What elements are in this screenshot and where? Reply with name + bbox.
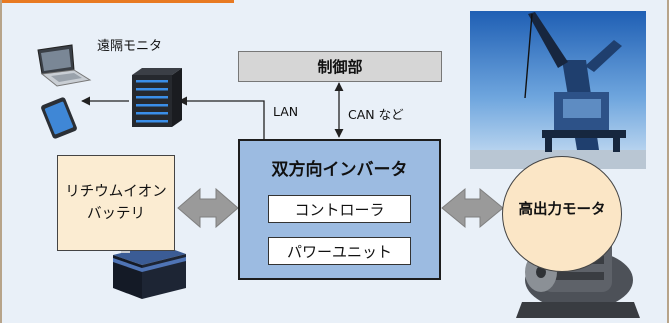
battery-label-line-1: リチウムイオン	[65, 183, 167, 200]
lan-label: LAN	[273, 104, 299, 119]
tablet-icon	[41, 97, 77, 139]
battery-label-line-2: バッテリ	[87, 206, 145, 222]
laptop-icon	[37, 44, 92, 87]
lan-connector	[178, 96, 265, 139]
battery-label: リチウムイオン バッテリ	[65, 181, 167, 226]
controller-box: コントローラ	[268, 195, 411, 223]
remote-monitor-label: 遠隔モニタ	[97, 39, 163, 54]
control-unit-box: 制御部	[238, 51, 442, 82]
inverter-box: 双方向インバータ コントローラ パワーユニット	[238, 139, 441, 280]
server-icon	[132, 68, 182, 127]
controller-label: コントローラ	[294, 200, 385, 219]
power-unit-label: パワーユニット	[286, 242, 392, 261]
inverter-title: 双方向インバータ	[271, 160, 408, 180]
motor-label: 高出力モータ	[518, 201, 606, 218]
power-unit-box: パワーユニット	[268, 237, 411, 265]
battery-inverter-power-arrow	[177, 187, 239, 229]
crane-photo	[470, 11, 646, 169]
can-label: CAN など	[348, 107, 404, 122]
motor-circle: 高出力モータ	[502, 156, 622, 272]
accent-rule	[2, 0, 234, 3]
battery-box: リチウムイオン バッテリ	[57, 155, 175, 251]
control-unit-label: 制御部	[317, 58, 363, 76]
inverter-motor-power-arrow	[441, 187, 504, 229]
